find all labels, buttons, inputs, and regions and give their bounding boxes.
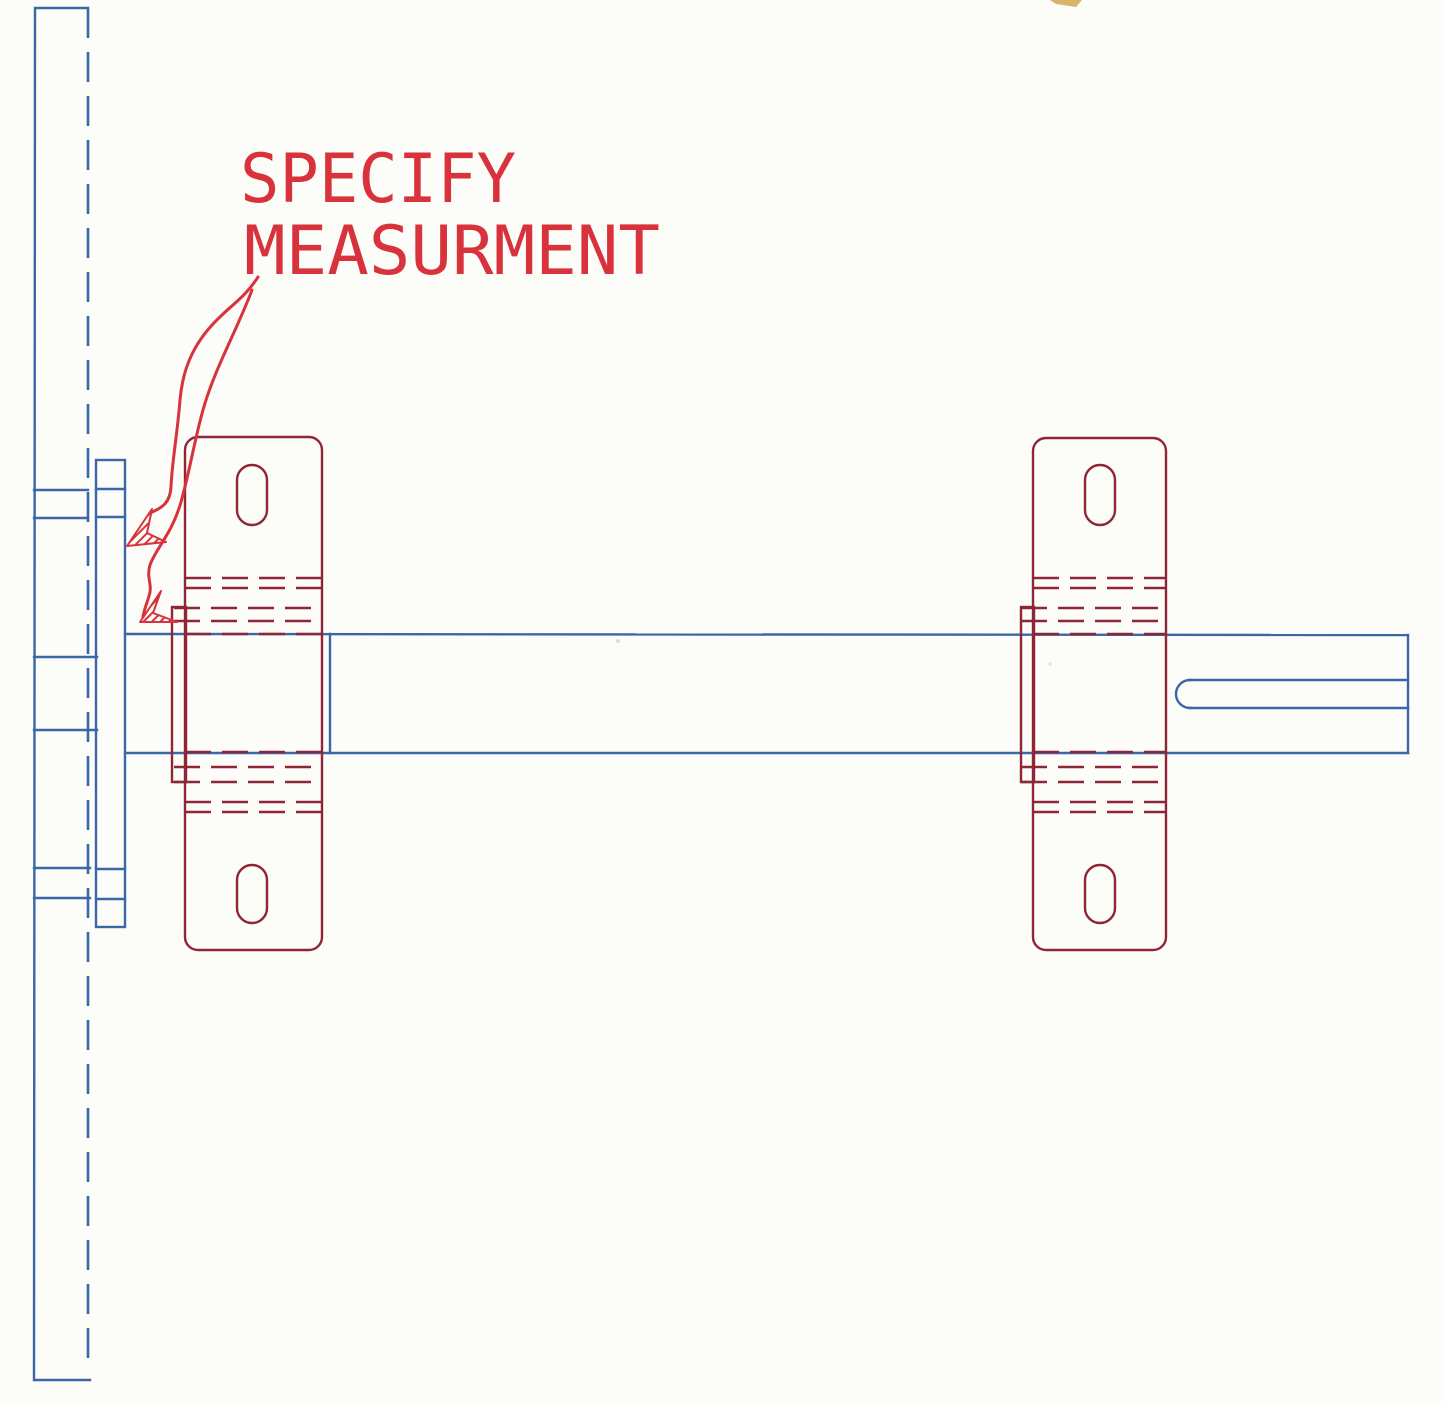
- right-bracket-top-slot: [1083, 463, 1117, 527]
- annotation-text-line1: SPECIFY: [240, 140, 516, 219]
- arrowhead-shaft-corner-icon: [139, 590, 178, 623]
- left-bracket-outline: [183, 435, 324, 952]
- mounting-flange: [94, 458, 127, 929]
- left-bracket-bottom-slot: [235, 863, 269, 925]
- leader-line-2: [141, 288, 254, 619]
- annotation: SPECIFY MEASURMENT: [126, 140, 660, 623]
- scan-speckle: [616, 639, 620, 643]
- wall-plate: [32, 6, 99, 1382]
- keyway-round-end: [1174, 678, 1192, 710]
- right-bracket-outline: [1031, 436, 1168, 952]
- flange-outline: [94, 458, 127, 929]
- scan-speckle: [1048, 662, 1052, 666]
- leader-line-1: [148, 275, 260, 515]
- right-bracket: [1019, 436, 1168, 952]
- shaft: [123, 632, 1410, 755]
- shaft-keyway: [1174, 678, 1410, 710]
- annotation-text-line2: MEASURMENT: [244, 212, 660, 291]
- right-bracket-bottom-slot: [1083, 863, 1117, 925]
- wall-plate-outline: [32, 6, 92, 1382]
- left-bracket-top-slot: [235, 463, 269, 527]
- left-bracket: [170, 435, 324, 952]
- shaft-top-edge: [123, 632, 1410, 637]
- arrowhead-flange-face-icon: [126, 508, 167, 547]
- scan-artifact-tan: [1050, 0, 1082, 7]
